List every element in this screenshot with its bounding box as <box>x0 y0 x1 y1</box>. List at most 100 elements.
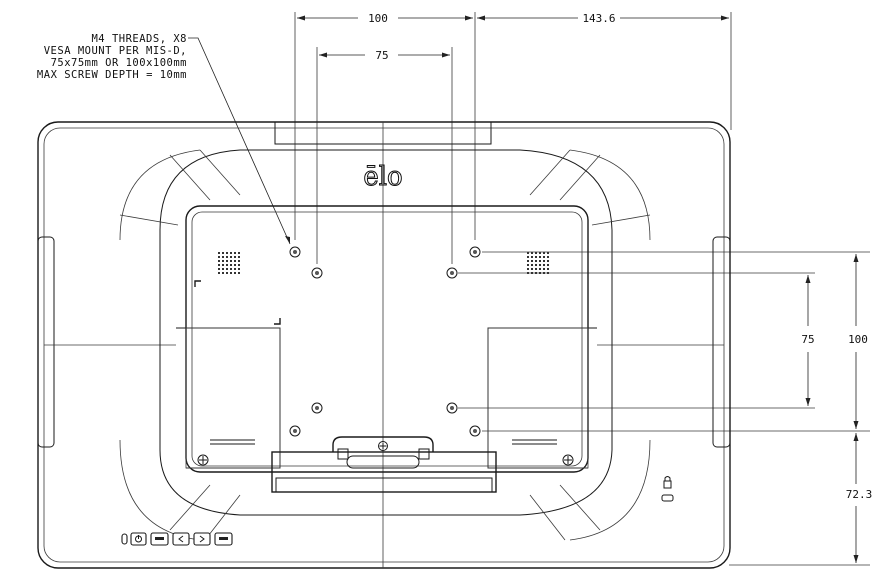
grill-dot <box>230 272 232 274</box>
grill-dot <box>234 252 236 254</box>
grill-dot <box>531 260 533 262</box>
right-dimensions: 75 100 72.3 <box>458 251 873 566</box>
vesa-hole <box>446 267 458 279</box>
phillips-screw-left <box>197 454 209 466</box>
speaker-grill-right <box>527 252 549 274</box>
corner-mark <box>274 318 281 325</box>
right-arrow-button <box>193 532 211 546</box>
vesa-callout: M4 THREADS, X8 VESA MOUNT PER MIS-D, 75x… <box>37 33 291 245</box>
dim-arrow <box>853 555 859 563</box>
vesa-hole <box>446 402 458 414</box>
grill-dot <box>535 260 537 262</box>
grill-dot <box>535 268 537 270</box>
rib <box>119 214 179 226</box>
phillips-screw-right <box>562 454 574 466</box>
grill-dot <box>218 256 220 258</box>
grill-dot <box>218 252 220 254</box>
grill-dot <box>547 272 549 274</box>
dim-label-top-100: 100 <box>368 12 388 25</box>
grill-dot <box>222 264 224 266</box>
dim-label-top-143: 143.6 <box>582 12 615 25</box>
grill-dot <box>218 260 220 262</box>
left-arrow-button <box>172 532 190 546</box>
grill-dot <box>535 264 537 266</box>
grill-dot <box>218 264 220 266</box>
callout-line-2: VESA MOUNT PER MIS-D, <box>44 45 187 57</box>
grill-dot <box>547 268 549 270</box>
elo-logo: ēlo <box>363 162 402 192</box>
grill-dot <box>531 272 533 274</box>
grill-dot <box>230 252 232 254</box>
grill-dot <box>238 260 240 262</box>
grill-dot <box>539 260 541 262</box>
rib <box>169 484 211 531</box>
rib <box>199 149 241 196</box>
vesa-hole <box>289 425 301 437</box>
grill-dot <box>543 264 545 266</box>
grill-dot <box>218 272 220 274</box>
vesa-hole <box>469 425 481 437</box>
grill-dot <box>543 256 545 258</box>
dim-arrow <box>297 15 305 21</box>
rib <box>529 149 571 196</box>
top-dimensions: 100 75 143.6 <box>294 12 732 264</box>
grill-dot <box>230 256 232 258</box>
grill-dot <box>543 252 545 254</box>
grill-dot <box>226 252 228 254</box>
select-button <box>214 532 233 546</box>
grill-dot <box>531 256 533 258</box>
rib <box>559 484 601 531</box>
grill-dot <box>527 268 529 270</box>
grill-dot <box>547 260 549 262</box>
grill-dot <box>539 264 541 266</box>
grill-dot <box>234 272 236 274</box>
vesa-hole <box>311 402 323 414</box>
grill-dot <box>238 272 240 274</box>
grill-dot <box>539 256 541 258</box>
dim-arrow <box>853 433 859 441</box>
callout-line-1: M4 THREADS, X8 <box>91 33 187 45</box>
grill-dot <box>226 272 228 274</box>
left-grip <box>37 236 55 448</box>
inner-plate <box>185 205 589 473</box>
grill-dot <box>527 252 529 254</box>
grill-dot <box>234 268 236 270</box>
grill-dot <box>535 256 537 258</box>
grill-dot <box>226 256 228 258</box>
grill-dot <box>238 268 240 270</box>
grill-dot <box>222 256 224 258</box>
grill-dot <box>527 260 529 262</box>
grill-dot <box>531 252 533 254</box>
menu-button <box>150 532 169 546</box>
grill-dot <box>547 256 549 258</box>
rib <box>559 154 601 201</box>
kensington-lock-icon <box>661 476 674 502</box>
vesa-hole <box>469 246 481 258</box>
control-buttons <box>121 532 233 546</box>
vesa-hole <box>289 246 301 258</box>
grill-dot <box>531 268 533 270</box>
grill-dot <box>222 268 224 270</box>
grill-dot <box>535 252 537 254</box>
dim-label-right-72: 72.3 <box>846 488 873 501</box>
grill-dot <box>234 264 236 266</box>
grill-dot <box>539 252 541 254</box>
dim-arrow <box>853 254 859 262</box>
callout-line-4: MAX SCREW DEPTH = 10mm <box>37 69 187 81</box>
grill-dot <box>218 268 220 270</box>
dim-arrow <box>805 398 811 406</box>
speaker-grill-left <box>218 252 240 274</box>
dim-label-top-75: 75 <box>375 49 388 62</box>
power-button <box>130 532 147 546</box>
grill-dot <box>543 272 545 274</box>
recess-mid <box>119 149 651 541</box>
callout-leader <box>188 37 291 245</box>
grill-dot <box>547 264 549 266</box>
grill-dot <box>238 252 240 254</box>
callout-arrowhead <box>285 236 290 244</box>
grill-dot <box>238 256 240 258</box>
grill-dot <box>527 256 529 258</box>
grill-dot <box>238 264 240 266</box>
dim-arrow <box>442 52 450 58</box>
